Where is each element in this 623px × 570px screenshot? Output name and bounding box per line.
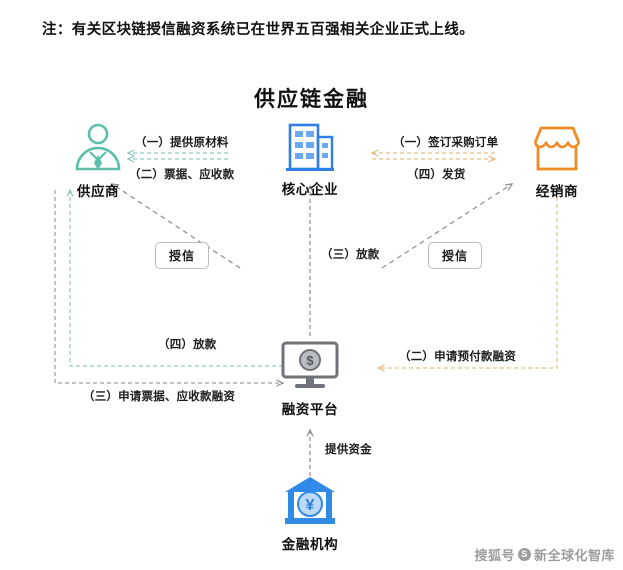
bank-yen-icon: ¥	[250, 473, 370, 529]
edge-label-loan-core: （三）放款	[318, 246, 383, 262]
edge-label-provide-funds: 提供资金	[322, 441, 375, 457]
supply-chain-finance-diagram: 供应链金融	[0, 58, 623, 570]
node-core-enterprise[interactable]: 核心企业	[250, 118, 370, 198]
node-financing-platform[interactable]: $ 融资平台	[250, 338, 370, 418]
node-financial-institution-label: 金融机构	[281, 537, 339, 552]
storefront-icon	[497, 120, 617, 176]
node-dealer[interactable]: 经销商	[497, 120, 617, 200]
note-text: 注：有关区块链授信融资系统已在世界五百强相关企业正式上线。	[42, 22, 475, 38]
edge-label-notes-receivable: （二）票据、应收款	[126, 166, 238, 182]
edge-label-shipment: （四）发货	[404, 166, 469, 182]
watermark: 搜狐号 S 新全球化智库	[474, 545, 615, 564]
svg-text:¥: ¥	[306, 497, 315, 514]
node-supplier[interactable]: 供应商	[38, 120, 158, 200]
watermark-prefix: 搜狐号	[474, 548, 515, 563]
node-financing-platform-label: 融资平台	[281, 402, 339, 417]
office-building-icon	[250, 118, 370, 174]
watermark-name: 新全球化智库	[533, 548, 615, 563]
edge-label-apply-notes-financing: （三）申请票据、应收款融资	[80, 388, 239, 404]
edge-chip-credit-right: 授信	[428, 242, 483, 269]
node-dealer-label: 经销商	[535, 184, 579, 199]
node-supplier-label: 供应商	[76, 184, 120, 199]
node-financial-institution[interactable]: ¥ 金融机构	[250, 473, 370, 553]
edge-label-apply-prepayment-financing: （二）申请预付款融资	[396, 348, 519, 364]
edge-chip-credit-left: 授信	[155, 242, 210, 269]
monitor-dollar-icon: $	[250, 338, 370, 394]
edge-label-purchase-order: （一）签订采购订单	[390, 134, 502, 150]
diagram-title: 供应链金融	[254, 88, 369, 111]
node-core-enterprise-label: 核心企业	[281, 182, 339, 197]
svg-text:$: $	[306, 353, 314, 368]
edge-label-supply-raw-material: （一）提供原材料	[132, 134, 232, 150]
sohu-badge-icon: S	[517, 548, 531, 561]
connector-lines	[54, 58, 558, 476]
person-supplier-icon	[38, 120, 158, 176]
edge-label-loan-supplier: （四）放款	[155, 336, 220, 352]
